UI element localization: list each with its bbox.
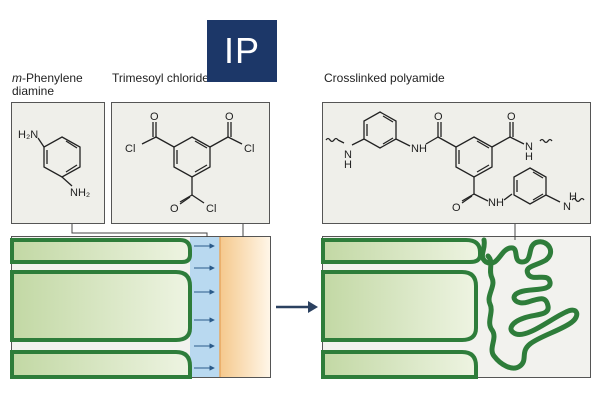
trimesoyl-chloride-structure xyxy=(141,122,243,205)
membrane-before xyxy=(10,237,270,379)
cl-label-tmc-left: Cl xyxy=(125,143,135,155)
o-label-tmc-bottom: O xyxy=(170,203,179,215)
organic-layer xyxy=(220,237,270,377)
label-m-prefix: m xyxy=(12,71,22,85)
nh-label-p4: NH xyxy=(488,197,504,209)
label-m-line2: diamine xyxy=(12,84,55,98)
support-channel-after-3 xyxy=(321,350,478,379)
label-m-phenylene: m-Phenylene diamine xyxy=(12,72,83,98)
o-label-tmc-right: O xyxy=(225,111,234,123)
polyamide-structure xyxy=(325,111,585,205)
membrane-after xyxy=(321,237,580,379)
right-arrow-icon xyxy=(276,301,318,313)
label-crosslinked-polyamide: Crosslinked polyamide xyxy=(324,71,445,85)
o-label-p-bottom: O xyxy=(452,202,461,214)
o-label-tmc-left: O xyxy=(150,111,159,123)
m-phenylene-diamine-structure xyxy=(37,136,81,187)
nh-label-p5: NH xyxy=(563,191,577,213)
connector-lines xyxy=(71,224,516,240)
support-channel-after-2 xyxy=(321,270,478,342)
label-m-name: -Phenylene xyxy=(22,71,83,85)
support-channel-3 xyxy=(10,350,192,379)
nh-label-p2: NH xyxy=(411,143,427,155)
polyamide-ridge-valley-layer xyxy=(479,237,580,371)
support-channel-1 xyxy=(10,238,192,264)
ip-badge: IP xyxy=(207,20,277,82)
support-channel-2 xyxy=(10,270,192,342)
o-label-p-left: O xyxy=(434,111,443,123)
panel-m-phenylene-diamine xyxy=(11,102,105,224)
aqueous-layer xyxy=(190,237,220,377)
cl-label-tmc-right: Cl xyxy=(244,143,254,155)
panel-trimesoyl-chloride xyxy=(111,102,270,224)
support-channel-after-1 xyxy=(321,238,482,264)
label-trimesoyl-chloride: Trimesoyl chloride xyxy=(112,71,209,85)
nh2-label-bottom: NH₂ xyxy=(70,187,90,199)
flow-arrow-icon xyxy=(194,243,215,371)
o-label-p-right: O xyxy=(507,111,516,123)
cl-label-tmc-bottom: Cl xyxy=(206,203,216,215)
nh2-label-top: H₂N xyxy=(18,129,38,141)
